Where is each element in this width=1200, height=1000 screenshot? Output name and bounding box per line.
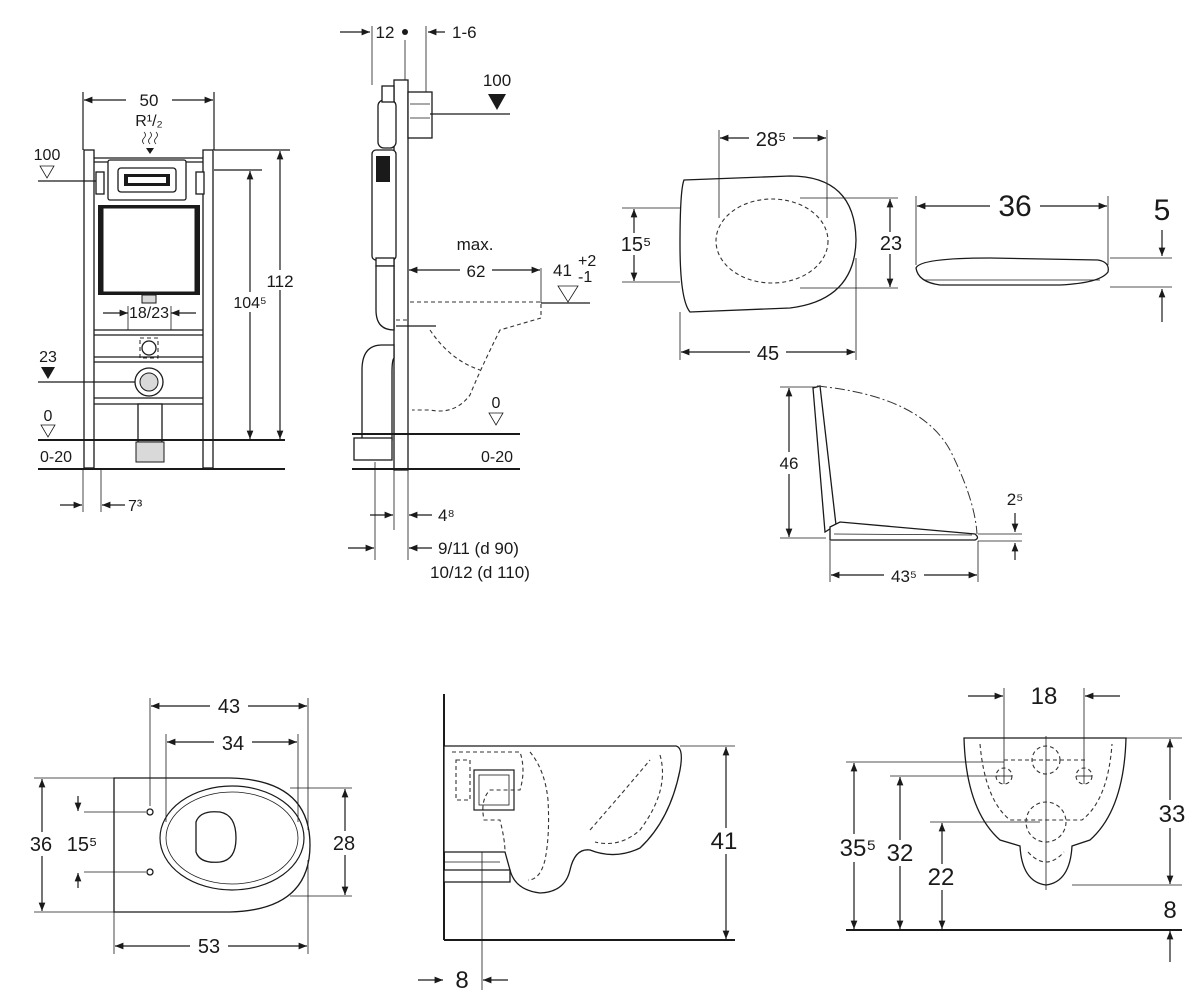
seat-top-width-label: 28⁵ — [756, 129, 787, 151]
seat-top-right-height-label: 23 — [880, 233, 902, 255]
frame-height-inner-label: 104⁵ — [233, 295, 266, 312]
seat-open-gap-label: 2⁵ — [1007, 490, 1024, 509]
side-max-label: max. — [457, 235, 494, 254]
water-supply-icon — [142, 131, 158, 145]
bowl-top-outer-width-label: 43 — [218, 696, 240, 718]
bowl-front-left-height-label: 35⁵ — [840, 835, 877, 862]
bowl-front-base-label: 8 — [1163, 897, 1176, 924]
bowl-front-right-height-label: 33 — [1159, 801, 1186, 828]
side-offset-label: 4⁸ — [438, 506, 455, 525]
side-pipe-label-1: 9/11 (d 90) — [438, 539, 519, 558]
seat-top-left-height-label: 15⁵ — [621, 234, 652, 256]
bowl-top-height-label: 36 — [30, 834, 52, 856]
frame-height-outer-label: 112 — [266, 272, 293, 291]
frame-level-drain-label: 23 — [39, 349, 57, 366]
seat-side-view: 36 5 — [915, 188, 1172, 322]
frame-level-top-label: 100 — [34, 147, 61, 164]
frame-level-floor-label: 0 — [44, 408, 53, 425]
frame-side-view: 12 1-6 100 max. 62 4 — [340, 23, 596, 582]
frame-connection-label: R¹/₂ — [135, 113, 163, 130]
bowl-top-bowl-height-label: 28 — [333, 833, 355, 855]
seat-open-view: 46 2⁵ 43⁵ — [774, 385, 1024, 586]
frame-front-view: 50 R¹/₂ 112 — [34, 91, 294, 515]
frame-floor-range-label: 0-20 — [40, 449, 72, 466]
side-range-label: 1-6 — [452, 23, 477, 42]
seat-top-width-bottom-label: 45 — [757, 343, 779, 365]
bowl-side-offset-label: 8 — [455, 967, 468, 994]
bowl-side-view: 41 8 — [418, 694, 742, 994]
side-floor-range-label: 0-20 — [481, 449, 513, 466]
side-pipe-label-2: 10/12 (d 110) — [430, 563, 530, 582]
frame-width-label: 50 — [140, 91, 159, 110]
side-level-top-label: 100 — [483, 71, 511, 90]
seat-open-height-label: 46 — [780, 454, 799, 473]
seat-side-thickness-label: 5 — [1154, 194, 1171, 227]
bowl-front-view: 18 35⁵ 32 22 33 8 — [836, 683, 1190, 962]
side-tol-plus-label: +2 — [578, 253, 596, 270]
bowl-front-mid-height-label: 32 — [887, 840, 914, 867]
side-height-label: 41 — [553, 261, 572, 280]
bowl-top-bolt-spacing-label: 15⁵ — [67, 834, 98, 856]
seat-open-length-label: 43⁵ — [891, 567, 917, 586]
bowl-front-spacing-label: 18 — [1031, 683, 1058, 710]
bowl-top-view: 43 34 36 15⁵ 28 53 — [26, 694, 362, 958]
side-projection-label: 62 — [467, 262, 486, 281]
seat-side-length-label: 36 — [998, 190, 1031, 223]
frame-foot-offset-label: 7³ — [128, 498, 143, 515]
bowl-top-inner-width-label: 34 — [222, 733, 244, 755]
bowl-top-length-label: 53 — [198, 936, 220, 958]
frame-spacing-label: 18/23 — [129, 305, 169, 322]
side-depth-label: 12 — [376, 23, 395, 42]
bowl-front-inner-height-label: 22 — [928, 864, 955, 891]
bowl-side-height-label: 41 — [711, 828, 738, 855]
side-tol-minus-label: -1 — [578, 269, 592, 286]
side-level-floor-label: 0 — [492, 395, 501, 412]
seat-top-view: 28⁵ 15⁵ 23 45 — [616, 128, 908, 365]
